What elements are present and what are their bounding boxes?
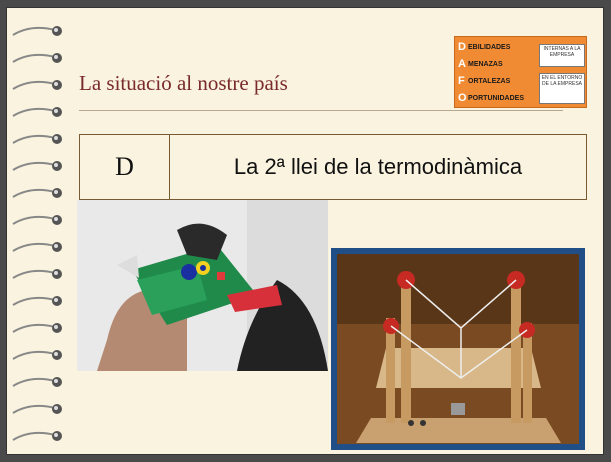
dafo-row: O PORTUNIDADES: [458, 91, 524, 105]
dafo-row: D EBILIDADES: [458, 40, 510, 54]
dafo-letter: O: [458, 92, 467, 104]
dafo-word: ORTALEZAS: [468, 77, 511, 85]
dafo-internal-box: INTERNAS A LA EMPRESA: [539, 44, 585, 67]
dafo-word: EBILIDADES: [468, 43, 511, 51]
pulley-device-photo: [331, 248, 585, 450]
title-divider: [79, 110, 563, 111]
dafo-external-box: EN EL ENTORNO DE LA EMPRESA: [539, 73, 585, 104]
section-letter: D: [80, 135, 170, 199]
dafo-word: PORTUNIDADES: [468, 94, 525, 102]
puppet-photo: [77, 200, 328, 371]
dafo-row: A MENAZAS: [458, 57, 503, 71]
slide-title: La situació al nostre país: [79, 71, 288, 95]
section-heading: La 2ª llei de la termodinàmica: [233, 154, 523, 179]
slide: La situació al nostre país D EBILIDADES …: [6, 7, 604, 455]
dafo-graphic: D EBILIDADES A MENAZAS F ORTALEZAS O POR…: [454, 36, 587, 108]
dafo-letter: F: [458, 75, 465, 87]
dafo-row: F ORTALEZAS: [458, 74, 510, 88]
dafo-letter: D: [458, 41, 466, 53]
dafo-word: MENAZAS: [468, 60, 503, 68]
heading-table: D La 2ª llei de la termodinàmica: [79, 134, 587, 200]
dafo-letter: A: [458, 58, 466, 70]
